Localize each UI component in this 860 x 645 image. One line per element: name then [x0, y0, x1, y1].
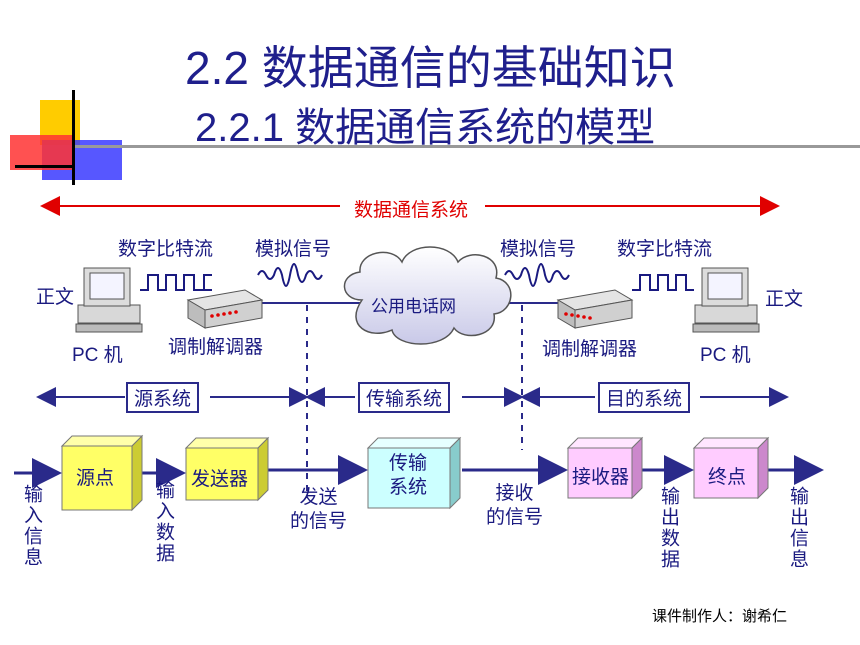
text-right-label: 正文 [765, 289, 804, 310]
analog-left-label: 模拟信号 [255, 239, 332, 260]
network-label: 公用电话网 [371, 297, 456, 316]
block-transmission-system [366, 436, 462, 510]
output-info-label: 输出信息 [787, 486, 808, 570]
block-transmitter [184, 436, 270, 502]
square-wave-left [140, 274, 212, 291]
bitstream-right-label: 数字比特流 [617, 239, 713, 260]
credit: 课件制作人：谢希仁 [652, 609, 788, 625]
page-subtitle: 2.2.1 数据通信系统的模型 [195, 106, 656, 150]
input-data-label: 输入数据 [153, 480, 174, 564]
block-destination-point [692, 436, 770, 500]
phone-network-cloud [343, 246, 512, 345]
modem-left-label: 调制解调器 [168, 337, 264, 358]
modem-left-icon [186, 289, 264, 329]
pc-left-icon [75, 267, 143, 333]
block-transmission-label: 传输 系统 [389, 453, 428, 498]
received-signal-label: 接收 的信号 [486, 483, 544, 528]
pc-right-icon [692, 267, 760, 333]
modem-right-icon [556, 289, 634, 329]
block-receiver [566, 436, 644, 500]
corner-decoration [10, 90, 860, 185]
output-data-label: 输出数据 [658, 486, 679, 570]
analog-right-label: 模拟信号 [500, 239, 577, 260]
section-destination: 目的系统 [598, 382, 691, 413]
block-transmitter-label: 发送器 [191, 469, 249, 490]
block-source-point [60, 434, 144, 512]
section-transmission: 传输系统 [358, 382, 451, 413]
system-label: 数据通信系统 [350, 195, 473, 222]
block-source-point-label: 源点 [76, 468, 115, 489]
section-source: 源系统 [126, 382, 200, 413]
pc-left-label: PC 机 [72, 345, 123, 366]
bitstream-left-label: 数字比特流 [118, 239, 214, 260]
analog-wave-right [504, 263, 570, 287]
sent-signal-label: 发送 的信号 [290, 487, 348, 532]
page-title: 2.2 数据通信的基础知识 [185, 42, 676, 94]
modem-right-label: 调制解调器 [542, 339, 638, 360]
pc-right-label: PC 机 [700, 345, 751, 366]
input-info-label: 输入信息 [21, 484, 42, 568]
block-destination-label: 终点 [708, 467, 747, 488]
block-receiver-label: 接收器 [572, 467, 630, 488]
text-left-label: 正文 [36, 287, 75, 308]
square-wave-right [632, 274, 694, 291]
analog-wave-left [257, 263, 323, 287]
